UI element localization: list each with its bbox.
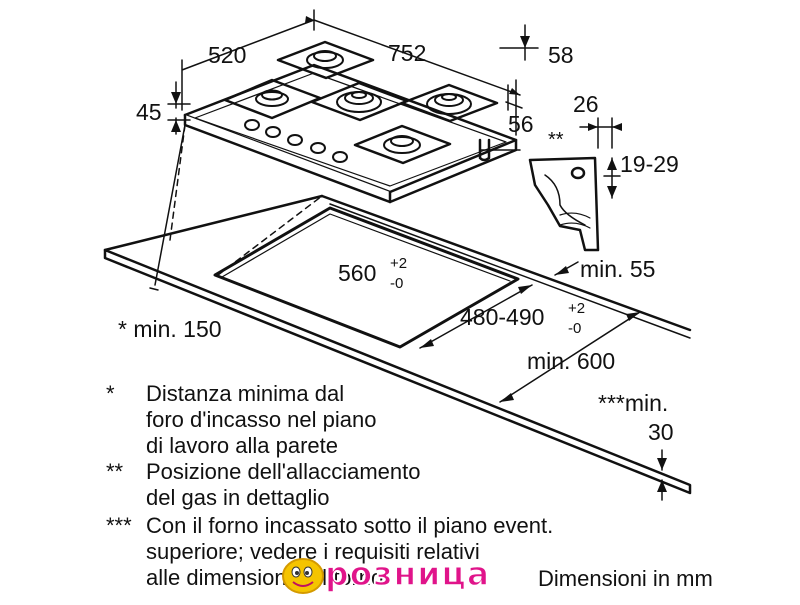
control-knobs <box>244 119 348 163</box>
dim-cutout-width-tol-plus: +2 <box>390 255 408 272</box>
dim-cutout-width-tol-minus: -0 <box>390 275 404 292</box>
dim-19-29: 19-29 <box>620 151 679 177</box>
legend-row-7: superiore; vedere i requisiti relativi <box>106 539 480 564</box>
gas-position-marker: ** <box>548 129 564 151</box>
dim-min-150: * min. 150 <box>118 316 222 342</box>
legend-mark-1: * <box>106 381 115 406</box>
burners <box>255 50 472 154</box>
dim-cutout-depth: 480-490 <box>460 304 545 330</box>
dim-min-55: min. 55 <box>580 256 656 282</box>
smiley-icon <box>282 558 324 594</box>
dim-cutout-depth-tol-minus: -0 <box>568 320 582 337</box>
legend-text-2a: Posizione dell'allacciamento <box>146 459 421 484</box>
legend-row-6: *** Con il forno incassato sotto il piano… <box>106 513 553 538</box>
gas-connector <box>478 138 491 162</box>
legend-text-3a: Con il forno incassato sotto il piano ev… <box>146 513 554 538</box>
dim-45: 45 <box>136 99 162 125</box>
legend-text-2b: del gas in dettaglio <box>146 485 330 510</box>
legend-row-3: di lavoro alla parete <box>106 433 338 458</box>
pan-supports <box>223 40 499 165</box>
dim-26: 26 <box>573 91 599 117</box>
gas-bracket-detail <box>528 156 600 252</box>
legend-row-4: ** Posizione dell'allacciamento <box>106 459 420 484</box>
legend-text-1c: di lavoro alla parete <box>146 433 339 458</box>
legend-mark-2: ** <box>106 459 124 484</box>
legend-row-8: alle dimensioni del forno. <box>106 565 389 590</box>
legend-row-5: del gas in dettaglio <box>106 485 329 510</box>
legend-text-1a: Distanza minima dal <box>146 381 345 406</box>
cutout <box>213 206 520 349</box>
dim-min-30-value: 30 <box>648 419 674 445</box>
legend-text-3c: alle dimensioni del forno. <box>146 565 390 590</box>
units-note: Dimensioni in mm <box>534 568 713 590</box>
dim-56: 56 <box>508 111 534 137</box>
dim-min-30-label: ***min. <box>598 390 669 416</box>
legend-text-3b: superiore; vedere i requisiti relativi <box>146 539 480 564</box>
dim-58: 58 <box>548 42 574 68</box>
dim-depth-520: 520 <box>208 42 247 68</box>
dim-min-600: min. 600 <box>527 348 616 374</box>
watermark-logo: розница <box>277 552 527 596</box>
legend-mark-3: *** <box>106 513 132 538</box>
watermark-text: розница <box>324 553 491 594</box>
dim-width-752: 752 <box>388 40 427 66</box>
legend-text-1b: foro d'incasso nel piano <box>146 407 377 432</box>
legend-row-2: foro d'incasso nel piano <box>106 407 376 432</box>
arrowheads <box>171 16 667 492</box>
dim-cutout-width: 560 <box>338 260 377 286</box>
worktop <box>103 194 692 495</box>
legend-row-1: * Distanza minima dal <box>106 381 344 406</box>
dim-cutout-depth-tol-plus: +2 <box>568 300 586 317</box>
